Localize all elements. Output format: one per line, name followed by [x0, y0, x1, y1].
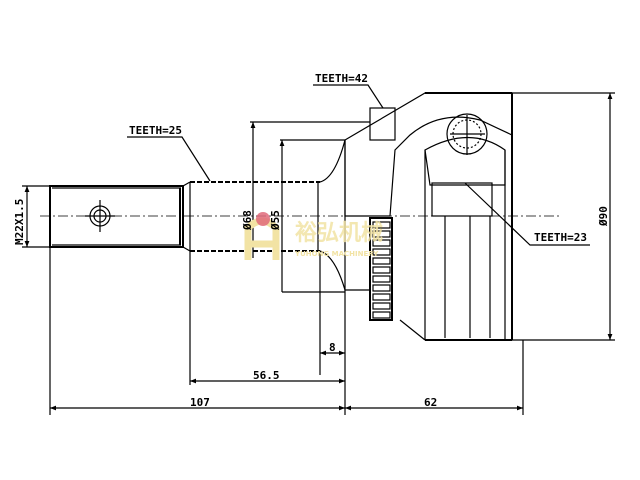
abs-tooth: [372, 266, 391, 274]
abs-ring: [369, 217, 393, 321]
abs-tooth: [372, 230, 391, 238]
dim-thread: M22X1.5: [13, 199, 26, 245]
dim-seal-diameter: Ø68: [241, 210, 254, 231]
dimension-lines: [22, 92, 615, 415]
abs-tooth: [372, 275, 391, 283]
callout-teeth-23: TEETH=23: [534, 231, 587, 244]
abs-tooth: [372, 293, 391, 301]
callout-teeth-25: TEETH=25: [129, 124, 182, 137]
abs-tooth: [372, 239, 391, 247]
watermark-text: 裕弘机械: [295, 220, 383, 246]
abs-tooth: [372, 302, 391, 310]
abs-tooth: [372, 248, 391, 256]
dim-shaft-diameter: Ø55: [269, 210, 282, 231]
splined-shaft: [189, 139, 346, 291]
dim-outer-diameter: Ø90: [597, 206, 610, 227]
abs-tooth: [372, 311, 391, 319]
leader-lines: [127, 84, 590, 246]
watermark-logo: 裕弘机械 YUHONG MACHINERY: [244, 212, 383, 260]
abs-tooth: [372, 257, 391, 265]
abs-tooth: [372, 284, 391, 292]
abs-tooth: [372, 221, 391, 229]
marker-dot: [256, 212, 270, 226]
dim-housing-length: 62: [424, 396, 437, 409]
dim-total-left: 107: [190, 396, 210, 409]
dim-shoulder: 8: [329, 341, 336, 354]
watermark-subtext: YUHONG MACHINERY: [294, 250, 379, 258]
threaded-stub: [49, 181, 191, 252]
dim-shaft-length: 56.5: [253, 369, 280, 382]
outer-housing: [344, 92, 513, 341]
callout-teeth-42: TEETH=42: [315, 72, 368, 85]
